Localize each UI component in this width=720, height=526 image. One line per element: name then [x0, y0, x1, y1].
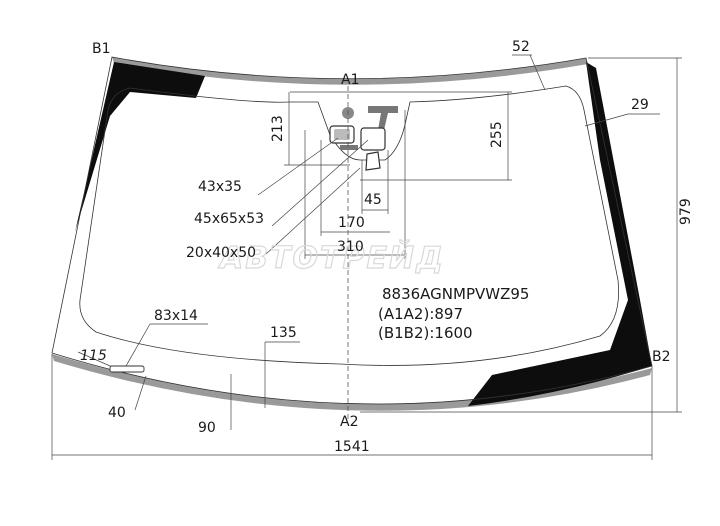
label-213: 213	[270, 115, 286, 142]
label-40: 40	[108, 405, 126, 421]
label-43x35: 43x35	[198, 179, 242, 195]
leader-20x40x50	[265, 167, 361, 255]
glass-inner-outline	[79, 85, 619, 366]
label-1541: 1541	[334, 439, 370, 455]
leader-83x14	[125, 323, 151, 367]
leader-45x65x53	[271, 139, 369, 227]
label-170: 170	[338, 215, 365, 231]
label-83x14: 83x14	[154, 308, 198, 324]
top-gray-band	[112, 57, 588, 85]
frit-right	[468, 62, 652, 406]
camera-window-2-icon	[360, 127, 386, 151]
product-b1b2: (B1B2):1600	[378, 324, 473, 342]
label-255: 255	[489, 121, 505, 148]
label-a2: A2	[340, 414, 358, 430]
label-115: 115	[80, 348, 107, 364]
label-135: 135	[270, 325, 297, 341]
label-29: 29	[631, 97, 649, 113]
mount-bar-icon	[340, 145, 358, 150]
product-code: 8836AGNMPVWZ95	[382, 285, 529, 303]
avito-badge-text: Avito	[646, 487, 704, 511]
camera-window-3-icon	[365, 151, 381, 171]
dim-29-leader	[584, 113, 629, 127]
label-90: 90	[198, 420, 216, 436]
camera-window-1-inner	[334, 129, 350, 140]
avito-badge: Avito	[617, 487, 704, 511]
leader-43x35	[257, 137, 339, 196]
frit-top-left	[75, 62, 205, 232]
label-a1: A1	[341, 72, 359, 88]
label-979: 979	[678, 198, 694, 225]
product-a1a2: (A1A2):897	[378, 305, 463, 323]
dim-52-leader	[529, 54, 546, 91]
avito-logo-icon	[617, 490, 635, 508]
glass-outer-outline	[51, 56, 653, 405]
label-310: 310	[337, 239, 364, 255]
label-52: 52	[512, 39, 530, 55]
label-b2: B2	[652, 349, 671, 365]
label-45x65x53: 45x65x53	[194, 211, 264, 227]
label-b1: B1	[92, 41, 111, 57]
vin-window-icon	[109, 365, 145, 373]
label-20x40x50: 20x40x50	[186, 245, 256, 261]
label-45: 45	[364, 192, 382, 208]
mirror-mount-icon	[368, 106, 398, 130]
watermark-text: АВТОТРЕЙД	[218, 240, 445, 276]
leader-40	[134, 375, 147, 411]
